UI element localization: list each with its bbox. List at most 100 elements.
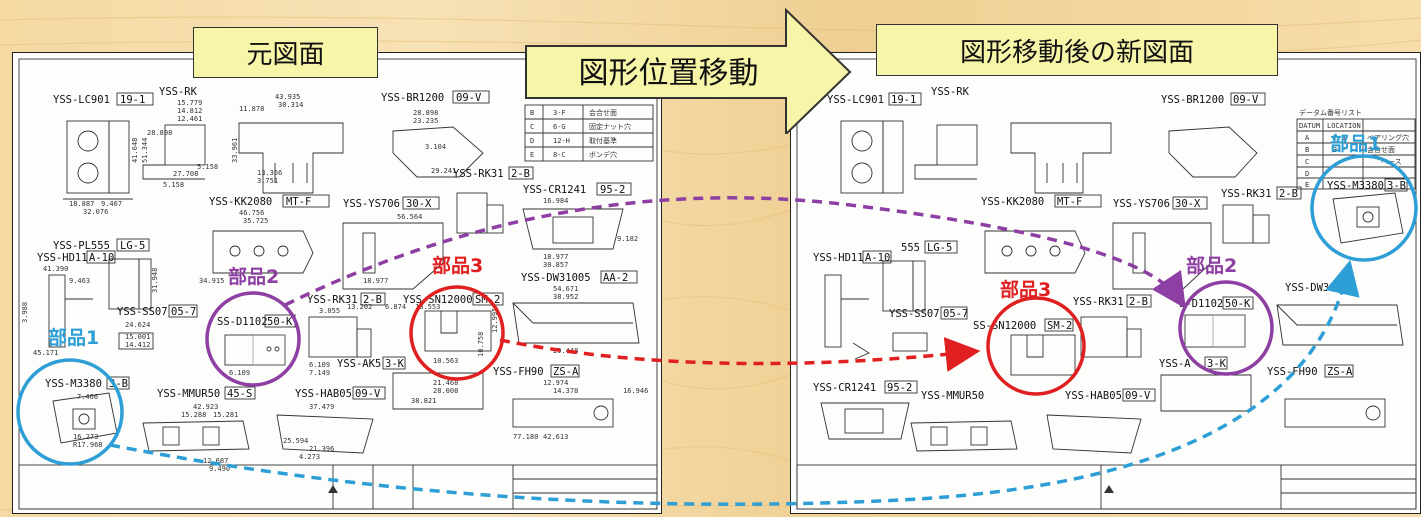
part-label: YSS-BR1200	[381, 92, 444, 104]
dim-text: 10.758	[477, 332, 485, 357]
dim-text: 31.948	[151, 268, 159, 293]
part-tag: MT-F	[1057, 196, 1082, 208]
part-d1102: SS-D1102 50-K 6.109	[217, 314, 296, 377]
part-label: YSS-YS706	[1113, 198, 1170, 210]
dim-text: 42.923	[193, 403, 218, 411]
part-tag: 2-B	[363, 294, 382, 306]
dim-text: 5.158	[197, 163, 218, 171]
part-rk31-lower: YSS-RK31 2-B	[1073, 294, 1152, 358]
part-lc901: YSS-LC901 19-1	[827, 92, 922, 194]
part-hd11: YSS-HD11 A-10	[813, 250, 892, 348]
part-label: YSS-HD11	[37, 252, 88, 264]
dim-text: 18.977	[363, 277, 388, 285]
part-br1200: 11.878 43.935 30.314 33.961 3.751 13.366…	[231, 90, 490, 194]
part-tag: SM-2	[1047, 320, 1072, 332]
part-hab05: YSS-HAB05 09-V	[1046, 388, 1156, 454]
move-arrow-icon	[525, 7, 852, 134]
part-label: YSS-SS07	[117, 306, 168, 318]
dim-text: 56.564	[397, 213, 422, 221]
part-tag: LG-5	[927, 242, 952, 254]
part-m3380: YSS-M3380 3-B	[1327, 178, 1408, 244]
table-cell: 固定ナット穴	[589, 122, 631, 131]
table-cell: 取付基準	[589, 136, 617, 145]
part-tag: 19-1	[120, 94, 145, 106]
dim-text: 41.390	[43, 265, 68, 273]
part-fh90: YSS-FH90 ZS-A 12.974 14.378 16.946 77.18…	[493, 364, 648, 441]
part2-label: 部品2	[228, 265, 279, 288]
new-drawing-title: 図形移動後の新図面	[876, 24, 1278, 76]
part-tag: A-10	[89, 252, 114, 264]
part-rk-top: YSS-RK 15.779 14.812 12.461 28.898 5.158…	[142, 86, 218, 189]
dim-text: 12.995	[491, 308, 499, 333]
dim-text: R17.968	[73, 441, 103, 449]
part1-new-position-circle	[1310, 154, 1418, 262]
dim-text: 38.821	[411, 397, 436, 405]
dim-text: 51.344	[141, 138, 149, 163]
dim-text: 21.468	[433, 379, 458, 387]
dim-text: 7.466	[77, 393, 98, 401]
part2-highlight-circle	[205, 291, 301, 387]
part-label: YSS-LC901	[827, 94, 884, 106]
part-hab05: YSS-HAB05 09-V 37.479 25.594 21.396 4.27…	[276, 386, 386, 461]
part-mmur50: YSS-MMUR50 45-S 42.923 15.288 15.281 12.…	[142, 386, 256, 473]
part3-highlight-circle	[409, 285, 505, 381]
table-cell: D	[530, 137, 534, 145]
dim-text: 16.946	[623, 387, 648, 395]
part-ss07: YSS-SS07 05-7 24.624 15.001 14.412	[117, 304, 198, 350]
part-tag: 3-K	[1207, 358, 1227, 370]
dim-text: 18.887	[69, 200, 94, 208]
part-tag: ZS-A	[1327, 366, 1353, 378]
dim-text: 9.490	[209, 465, 230, 473]
dim-text: 35.725	[243, 217, 268, 225]
dim-text: 11.878	[239, 105, 264, 113]
part-label: YSS-CR1241	[523, 184, 586, 196]
part-label: YSS-KK2080	[981, 196, 1044, 208]
part-label: YSS-YS706	[343, 198, 400, 210]
part-label: YSS-LC901	[53, 94, 110, 106]
table-cell: ベアリング穴	[1367, 133, 1409, 142]
part1-label: 部品1	[48, 326, 99, 349]
dim-text: 43.935	[275, 93, 300, 101]
part2-new-label: 部品2	[1186, 254, 1237, 277]
part-tag: 45-S	[227, 388, 252, 400]
part-ys706: YSS-YS706 30-X 56.564 18.977 13.202 6.87…	[342, 196, 444, 311]
title-block	[18, 464, 658, 510]
dim-text: 21.396	[309, 445, 334, 453]
part-label: YSS-MMUR50	[157, 388, 220, 400]
dim-text: 16.984	[543, 197, 568, 205]
original-drawing-sheet: B 3-F 会合せ面 C 6-G 固定ナット穴 D 12-H 取付基準 E 8-…	[12, 52, 662, 514]
table-cell: C	[530, 123, 534, 131]
part-label: YSS-SS07	[889, 308, 940, 320]
dim-text: 4.273	[299, 453, 320, 461]
table-cell: B	[1305, 146, 1309, 154]
table-cell: 会合せ面	[1367, 145, 1395, 154]
dim-text: 29.241	[431, 167, 456, 175]
new-drawing-canvas: データム番号リスト DATUM LOCATION A 2-3 ベアリング穴 B …	[796, 58, 1417, 510]
part-rk-top: YSS-RK	[914, 86, 978, 180]
part-label: 555	[901, 242, 920, 254]
part-tag: A-10	[865, 252, 890, 264]
part-tag: 19-1	[891, 94, 916, 106]
part-rk31-lower: YSS-RK31 2-B 3.055 6.109 7.149	[307, 292, 386, 377]
part-lc901: YSS-LC901 19-1 18.887 9.467 32.076 41.64…	[53, 92, 154, 216]
part-hd11: YSS-HD11 A-10 41.390 3.988 45.171	[21, 250, 116, 357]
dim-text: 14.378	[553, 387, 578, 395]
dim-text: 9.182	[617, 235, 638, 243]
dim-text: 30.857	[543, 261, 568, 269]
dim-text: 10.563	[433, 357, 458, 365]
part-label: YSS-BR1200	[1161, 94, 1224, 106]
dim-text: 77.180	[513, 433, 538, 441]
table-cell: A	[1305, 134, 1310, 142]
part-dw31005: YSS-DW31005 AA-2 54.671 38.952 29.448	[512, 270, 640, 355]
part-ys706: YSS-YS706 30-X	[1112, 196, 1212, 290]
part-tag: LG-5	[120, 240, 145, 252]
dim-text: 16.273	[73, 433, 98, 441]
part-tag: 09-V	[355, 388, 381, 400]
dim-text: 9.467	[101, 200, 122, 208]
part-label: YSS-PL555	[53, 240, 110, 252]
table-cell: E	[530, 151, 534, 159]
table-cell: 6-G	[553, 123, 566, 131]
dim-text: 28.898	[413, 109, 438, 117]
part-label: YSS-RK	[159, 86, 198, 98]
